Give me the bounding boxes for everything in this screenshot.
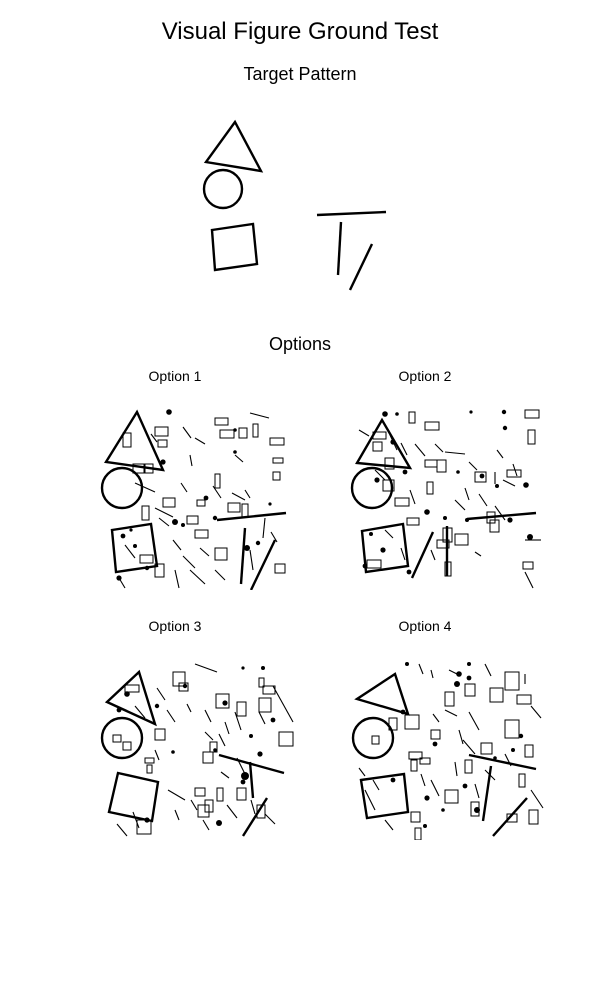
option-3-label: Option 3 [148, 618, 202, 634]
option-4-square [359, 772, 410, 820]
option-3-line-vertical [248, 761, 255, 799]
option-3-line-diagonal [241, 797, 269, 837]
option-2-square [360, 522, 410, 574]
option-4-label: Option 4 [398, 618, 452, 634]
option-3-line-top [218, 753, 285, 775]
option-1-triangle [104, 409, 165, 472]
option-1-line-diagonal [249, 539, 277, 590]
option-1-label: Option 1 [148, 368, 202, 384]
page-title: Visual Figure Ground Test [161, 18, 439, 45]
option-1-line-vertical [239, 527, 247, 585]
option-1-line-top [216, 511, 287, 522]
option-4-clutter [358, 662, 544, 840]
option-3-triangle [104, 669, 157, 727]
target-pattern-label: Target Pattern [243, 64, 357, 84]
option-2-line-diagonal [410, 531, 435, 579]
option-1-clutter [116, 409, 286, 589]
option-4-circle [351, 716, 395, 760]
option-2-figure[interactable] [345, 400, 545, 590]
option-1-circle [100, 466, 144, 510]
target-square [210, 222, 259, 272]
option-3-square [107, 771, 160, 823]
option-2-label: Option 2 [398, 368, 452, 384]
option-2-triangle [355, 417, 413, 470]
option-1-square [110, 522, 159, 574]
option-4-line-top [468, 753, 537, 771]
option-3-clutter [112, 663, 294, 837]
option-4-triangle [354, 672, 410, 716]
option-4-line-diagonal [492, 797, 528, 837]
option-3-figure[interactable] [95, 650, 295, 840]
option-4-figure[interactable] [345, 650, 545, 840]
option-2-clutter [358, 409, 541, 589]
target-line-diagonal [348, 243, 374, 291]
option-2-circle [350, 466, 394, 510]
option-3-circle [100, 716, 144, 760]
target-circle [202, 168, 244, 210]
options-heading: Options [268, 334, 332, 354]
target-line-top [316, 210, 387, 217]
option-1-figure[interactable] [95, 400, 295, 590]
target-triangle [203, 119, 264, 173]
target-pattern-figure [202, 119, 387, 291]
target-line-vertical [336, 221, 343, 276]
